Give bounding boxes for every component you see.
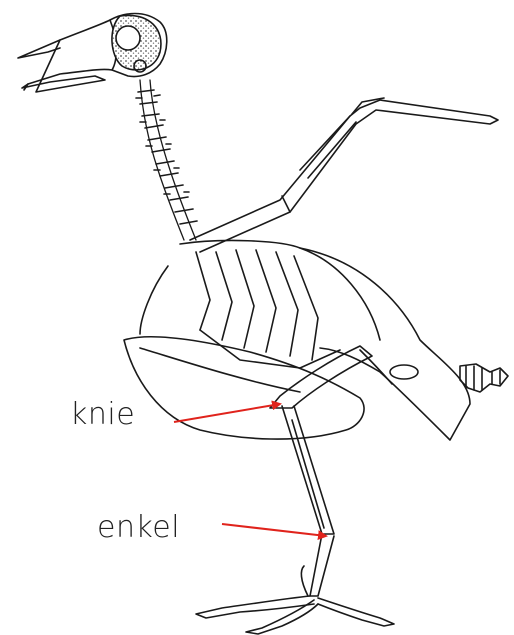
knee-arrow: [174, 404, 280, 422]
neck-vertebrae: [136, 80, 197, 240]
skull: [18, 14, 167, 93]
tibiotarsus: [282, 406, 334, 534]
knee-label: knie: [70, 400, 135, 430]
pelvis: [300, 248, 470, 440]
ribcage: [140, 241, 380, 368]
tail-vertebrae: [460, 364, 508, 392]
wing: [190, 98, 498, 252]
sternum-keel: [124, 337, 364, 439]
tarsometatarsus: [310, 534, 334, 596]
ankle-arrow: [222, 524, 326, 536]
ankle-label: enkel: [97, 513, 180, 543]
foot-claws: [196, 566, 394, 634]
